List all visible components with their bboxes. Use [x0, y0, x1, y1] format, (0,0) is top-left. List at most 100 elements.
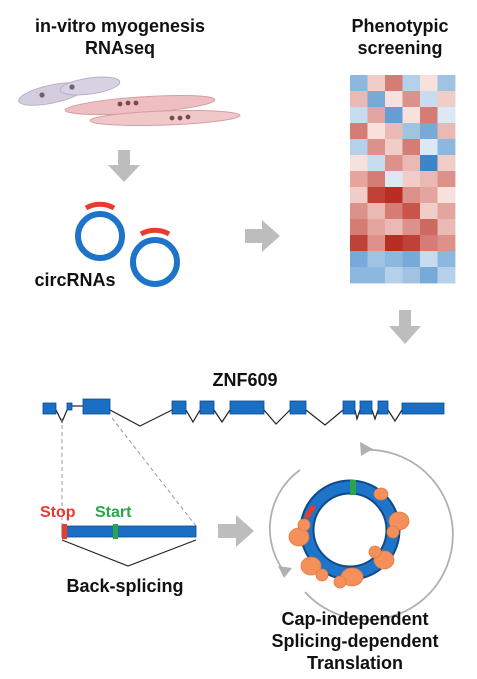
exon-4 — [171, 400, 187, 415]
exon-8 — [342, 400, 356, 415]
heatmap-cell — [385, 251, 403, 268]
heatmap-cell — [385, 75, 403, 92]
heatmap-cell — [367, 171, 386, 188]
heatmap-cell — [350, 107, 368, 124]
heatmap-cell — [367, 155, 386, 172]
backsplice-junction — [61, 539, 197, 567]
heatmap-cell — [367, 107, 386, 124]
heatmap-cell — [402, 219, 421, 236]
arrow-down-2 — [389, 310, 421, 344]
heatmap-cell — [385, 187, 403, 204]
heatmap-cell — [385, 235, 403, 252]
heatmap-cell — [367, 123, 386, 140]
heatmap-cell — [402, 251, 421, 268]
heatmap-cell — [350, 123, 368, 140]
heatmap-cell — [437, 75, 456, 92]
heatmap-cell — [420, 139, 438, 156]
heatmap-cell — [402, 139, 421, 156]
heatmap-cell — [402, 171, 421, 188]
heatmap-cell — [367, 75, 386, 92]
heatmap-cell — [420, 187, 438, 204]
heatmap-cell — [350, 251, 368, 268]
heatmap-cell — [402, 123, 421, 140]
heatmap-cell — [437, 171, 456, 188]
heatmap-cell — [367, 235, 386, 252]
heatmap-cell — [350, 91, 368, 108]
exon-9 — [359, 400, 373, 415]
heatmap-cell — [385, 107, 403, 124]
rotation-arrow-outer — [304, 448, 454, 621]
translation-label-line1: Cap-independent — [281, 609, 429, 629]
heatmap-cell — [350, 219, 368, 236]
heatmap-cell — [367, 267, 386, 284]
rotation-arrow-inner — [269, 469, 301, 571]
heatmap-cell — [437, 235, 456, 252]
circrna-icons — [75, 201, 180, 287]
exon-2 — [66, 402, 73, 411]
circ-stop-codon — [303, 504, 317, 520]
screening-title-line2: screening — [357, 38, 443, 58]
ribosomes — [288, 487, 410, 589]
heatmap-cell — [420, 267, 438, 284]
exon-6 — [229, 400, 265, 415]
heatmap-cell — [402, 75, 421, 92]
start-label: Start — [95, 504, 132, 521]
heatmap-cell — [367, 219, 386, 236]
exon-11 — [401, 402, 445, 415]
arrow-down-1 — [108, 150, 140, 182]
circrna-1-junction — [84, 201, 116, 211]
heatmap-cell — [367, 203, 386, 220]
heatmap-cell — [402, 187, 421, 204]
heatmap-cell — [437, 187, 456, 204]
ribosome-2 — [300, 556, 322, 576]
heatmap-cell — [420, 251, 438, 268]
exon-10 — [377, 400, 389, 415]
myotube-cells — [64, 94, 241, 126]
exon-bar — [61, 525, 197, 538]
heatmap-cell — [402, 267, 421, 284]
translation-label-line2: Splicing-dependent — [271, 631, 439, 651]
exon-1 — [42, 402, 57, 415]
exon-7 — [289, 400, 307, 415]
heatmap-cell — [437, 219, 456, 236]
ribosome-6 — [373, 487, 389, 501]
heatmap-cell — [385, 91, 403, 108]
arrow-right-2 — [218, 515, 254, 547]
translating-circrna — [269, 442, 454, 621]
stop-label: Stop — [40, 504, 76, 521]
heatmap-cell — [367, 251, 386, 268]
heatmap-cell — [350, 187, 368, 204]
heatmap-cell — [420, 171, 438, 188]
heatmap-cell — [350, 155, 368, 172]
heatmap-cell — [402, 107, 421, 124]
heatmap-cell — [385, 123, 403, 140]
screening-title-line1: Phenotypic — [351, 16, 449, 36]
heatmap-cell — [437, 203, 456, 220]
backsplice-exon — [61, 524, 197, 567]
heatmap-cell — [385, 267, 403, 284]
heatmap-cell — [350, 171, 368, 188]
exons — [42, 398, 445, 415]
heatmap-cell — [420, 123, 438, 140]
myoblast-cells — [18, 76, 121, 106]
heatmap-cell — [350, 267, 368, 284]
stop-codon — [62, 524, 67, 539]
heatmap-cell — [420, 91, 438, 108]
heatmap-cell — [402, 155, 421, 172]
circrna-2 — [130, 237, 180, 287]
heatmap-cell — [385, 203, 403, 220]
heatmap-cell — [367, 91, 386, 108]
heatmap-cell — [385, 139, 403, 156]
translation-label-line3: Translation — [306, 653, 404, 673]
heatmap-cell — [420, 235, 438, 252]
exon-5 — [199, 400, 215, 415]
exon-3 — [82, 398, 111, 415]
back-splicing-label: Back-splicing — [66, 576, 184, 596]
start-codon — [113, 524, 118, 539]
heatmap-cell — [420, 75, 438, 92]
heatmap-cell — [437, 251, 456, 268]
heatmap-cell — [402, 203, 421, 220]
heatmap-cell — [367, 187, 386, 204]
heatmap-cell — [420, 107, 438, 124]
